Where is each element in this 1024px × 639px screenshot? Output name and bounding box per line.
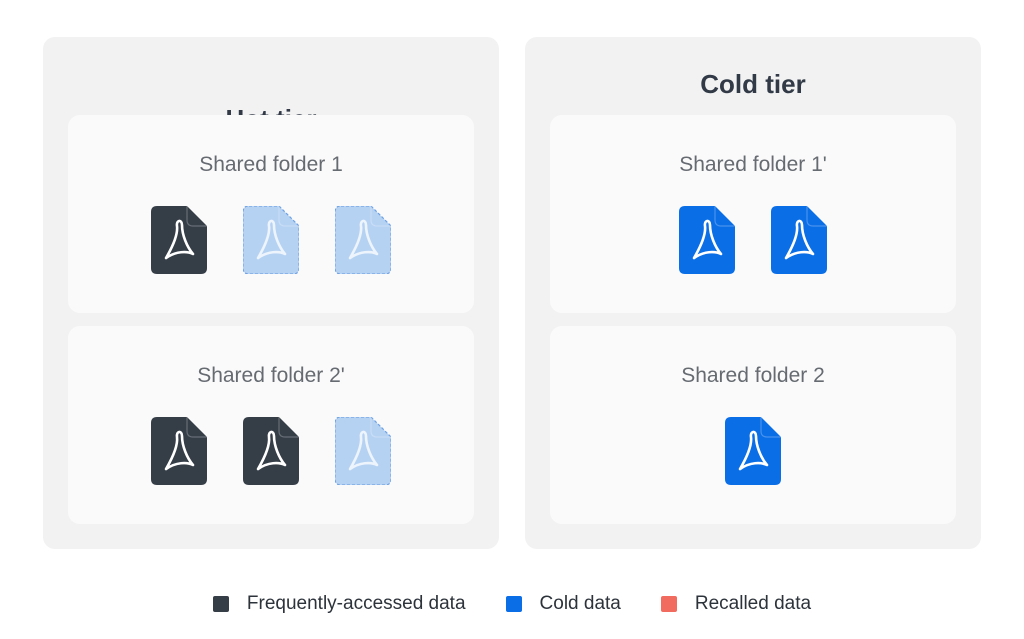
hot-folder-1-name: Shared folder 1 — [199, 153, 343, 176]
legend: Frequently-accessed data Cold data Recal… — [0, 592, 1024, 616]
cold-tier-panel: Cold tier Shared folder 1' Shared folder… — [525, 37, 981, 549]
pdf-file-icon — [151, 206, 207, 274]
legend-swatch-frequent — [212, 596, 229, 612]
legend-item-cold: Cold data — [505, 593, 621, 615]
hot-folder-2: Shared folder 2' — [68, 326, 474, 524]
pdf-file-icon — [725, 417, 781, 485]
hot-folder-1-files — [68, 206, 474, 274]
legend-label-cold: Cold data — [539, 593, 621, 614]
legend-item-recalled: Recalled data — [660, 593, 812, 615]
hot-tier-panel: Hot tier Shared folder 1 Shared folder 2… — [43, 37, 499, 549]
pdf-file-icon — [243, 417, 299, 485]
pdf-file-icon — [151, 417, 207, 485]
pdf-file-icon — [243, 206, 299, 274]
cold-folder-1: Shared folder 1' — [550, 115, 956, 313]
cold-tier-title: Cold tier — [700, 69, 806, 99]
hot-folder-2-name: Shared folder 2' — [197, 364, 345, 387]
cold-folder-2-files — [550, 417, 956, 485]
cold-folder-2-name: Shared folder 2 — [681, 364, 825, 387]
hot-folder-2-files — [68, 417, 474, 485]
cold-folder-1-name: Shared folder 1' — [679, 153, 827, 176]
cold-folder-1-files — [550, 206, 956, 274]
pdf-file-icon — [335, 417, 391, 485]
legend-label-frequent: Frequently-accessed data — [246, 593, 466, 614]
pdf-file-icon — [335, 206, 391, 274]
legend-swatch-cold — [505, 596, 522, 612]
hot-folder-1: Shared folder 1 — [68, 115, 474, 313]
legend-item-frequent: Frequently-accessed data — [212, 593, 466, 615]
legend-swatch-recalled — [660, 596, 677, 612]
pdf-file-icon — [679, 206, 735, 274]
legend-label-recalled: Recalled data — [694, 593, 812, 614]
cold-folder-2: Shared folder 2 — [550, 326, 956, 524]
pdf-file-icon — [771, 206, 827, 274]
